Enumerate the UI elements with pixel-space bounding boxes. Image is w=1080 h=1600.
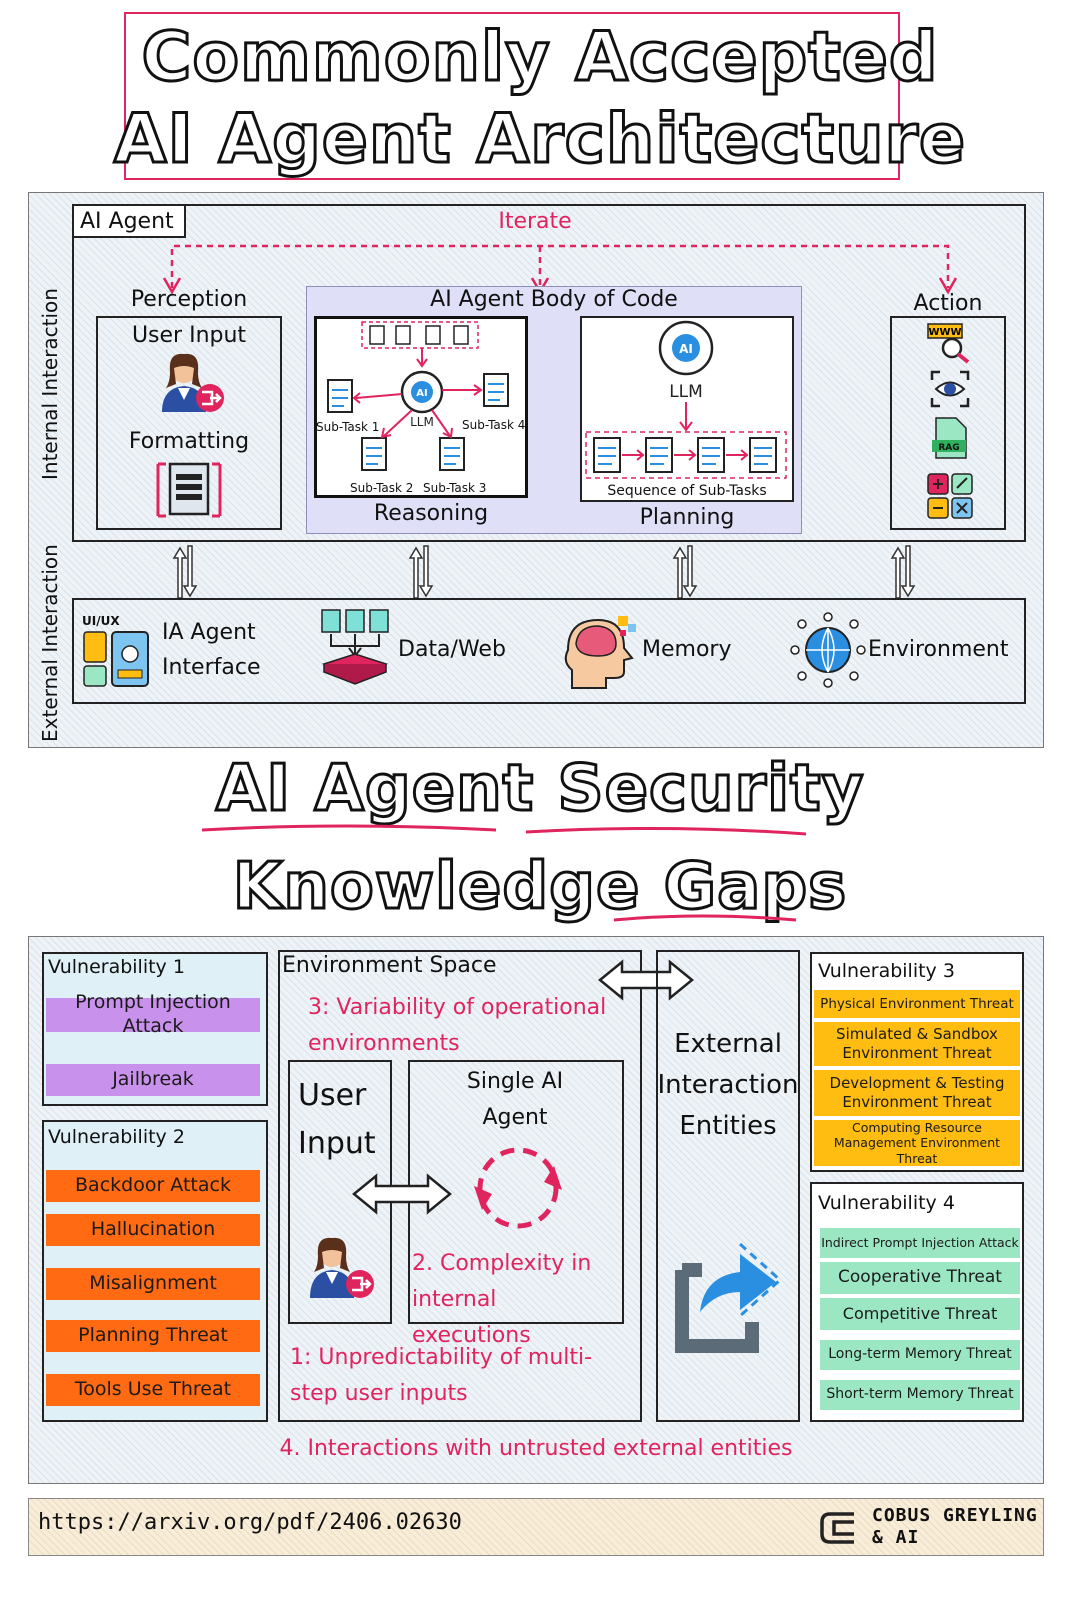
double-arrow-2-icon: [408, 545, 434, 599]
svg-text:LLM: LLM: [669, 382, 703, 402]
dev-testing-env-threat-tag: Development & Testing Environment Threat: [814, 1070, 1020, 1116]
environment-globe-icon: [790, 612, 866, 688]
action-box: [890, 316, 1006, 530]
long-term-memory-threat-tag: Long-term Memory Threat: [820, 1340, 1020, 1370]
brand-name-line-1: COBUS GREYLING: [872, 1505, 1038, 1526]
brand-logo-icon: [820, 1512, 854, 1544]
interface-label-1: IA Agent: [162, 620, 256, 645]
svg-text:LLM: LLM: [410, 415, 434, 429]
data-web-label: Data/Web: [398, 637, 506, 662]
vulnerability-4-title: Vulnerability 4: [818, 1192, 955, 1214]
footer-bar: [28, 1498, 1044, 1556]
title-frame: [124, 12, 900, 180]
subtask-1-label: Sub-Task 1: [316, 420, 380, 434]
single-agent-text: Single AI Agent: [466, 1069, 564, 1130]
ai-agent-label: AI Agent: [72, 204, 186, 238]
data-web-icon: [321, 609, 389, 685]
formatting-label: Formatting: [128, 428, 250, 454]
gap-2-text: 2. Complexity in internal executions: [412, 1251, 592, 1348]
planning-threat-tag: Planning Threat: [46, 1320, 260, 1352]
iterate-label: Iterate: [498, 208, 572, 234]
indirect-prompt-injection-tag: Indirect Prompt Injection Attack: [820, 1228, 1020, 1258]
external-entities-text: External Interaction Entities: [657, 1029, 799, 1141]
external-interaction-box: [72, 598, 1026, 704]
svg-text:AI: AI: [679, 342, 693, 356]
security-title-line-2: Knowledge Gaps: [231, 849, 848, 926]
sandbox-env-threat-tag: Simulated & Sandbox Environment Threat: [814, 1022, 1020, 1066]
user-agent-double-arrow-icon: [352, 1173, 452, 1215]
subtask-3-label: Sub-Task 3: [423, 481, 487, 495]
gap-1-text: 1: Unpredictability of multi-step user i…: [290, 1345, 593, 1406]
svg-text:RAG: RAG: [938, 443, 959, 453]
vulnerability-1-title: Vulnerability 1: [48, 956, 185, 978]
source-url-link[interactable]: https://arxiv.org/pdf/2406.02630: [38, 1510, 462, 1535]
external-entities-box: [656, 950, 800, 1422]
gaps-underline: [613, 914, 797, 922]
gap-4-text: 4. Interactions with untrusted external …: [279, 1435, 793, 1461]
perception-box: [96, 316, 282, 530]
brand-name-line-2: & AI: [872, 1527, 920, 1548]
agent-cycle-icon: [474, 1147, 562, 1229]
short-term-memory-threat-tag: Short-term Memory Threat: [820, 1380, 1020, 1410]
calculator-tools-icon: [927, 473, 973, 519]
interface-label-2: Interface: [162, 655, 261, 680]
planning-label: Planning: [639, 504, 735, 530]
double-arrow-3-icon: [672, 545, 698, 599]
environment-space-box: [278, 950, 642, 1422]
tools-use-threat-tag: Tools Use Threat: [46, 1374, 260, 1406]
svg-text:AI: AI: [416, 388, 427, 399]
backdoor-attack-tag: Backdoor Attack: [46, 1170, 260, 1202]
environment-label: Environment: [868, 637, 1009, 662]
cooperative-threat-tag: Cooperative Threat: [820, 1262, 1020, 1294]
double-arrow-1-icon: [172, 545, 198, 599]
web-search-icon: WWW: [927, 323, 970, 364]
perception-title: Perception: [130, 286, 248, 312]
action-title: Action: [913, 290, 983, 316]
uiux-label: UI/UX: [82, 614, 120, 628]
vision-eye-icon: [930, 370, 970, 408]
security-title-underline: [201, 824, 807, 836]
env-external-double-arrow-icon: [598, 959, 694, 1001]
environment-space-title: Environment Space: [282, 953, 497, 978]
svg-text:WWW: WWW: [928, 327, 961, 338]
jailbreak-tag: Jailbreak: [46, 1064, 260, 1096]
user-input-text: User Input: [298, 1078, 376, 1161]
computing-resource-threat-tag: Computing Resource Management Environmen…: [814, 1120, 1020, 1166]
sequence-label: Sequence of Sub-Tasks: [607, 483, 767, 499]
gap-3-text: 3: Variability of operational environmen…: [308, 995, 607, 1056]
vulnerability-2-title: Vulnerability 2: [48, 1126, 185, 1148]
reasoning-label: Reasoning: [373, 500, 489, 526]
reasoning-diagram: AI LLM: [327, 321, 509, 471]
subtask-2-label: Sub-Task 2: [350, 481, 414, 495]
document-format-icon: [156, 462, 222, 518]
competitive-threat-tag: Competitive Threat: [820, 1298, 1020, 1330]
body-of-code-title: AI Agent Body of Code: [430, 286, 678, 312]
user-avatar-icon: [162, 353, 224, 412]
user-input-label: User Input: [131, 322, 247, 348]
rag-file-icon: RAG: [932, 417, 967, 459]
hallucination-tag: Hallucination: [46, 1214, 260, 1246]
prompt-injection-tag: Prompt Injection Attack: [46, 991, 260, 1037]
share-external-icon: [675, 1242, 783, 1353]
title-line-1: Commonly Accepted: [140, 17, 939, 99]
interface-icon: [83, 631, 149, 687]
subtask-4-label: Sub-Task 4: [462, 418, 526, 432]
planning-diagram: AI LLM: [585, 320, 787, 479]
vulnerability-3-title: Vulnerability 3: [818, 960, 955, 982]
ai-agent-box: [72, 204, 1026, 542]
memory-head-icon: [564, 616, 636, 689]
security-title-line-1: AI Agent Security: [214, 751, 865, 828]
physical-env-threat-tag: Physical Environment Threat: [814, 990, 1020, 1018]
title-line-2: AI Agent Architecture: [112, 99, 967, 181]
memory-label: Memory: [642, 637, 732, 662]
misalignment-tag: Misalignment: [46, 1268, 260, 1300]
external-interaction-label: External Interaction: [38, 544, 62, 742]
internal-interaction-label: Internal Interaction: [38, 288, 62, 480]
security-user-avatar-icon: [310, 1237, 374, 1298]
double-arrow-4-icon: [890, 545, 916, 599]
